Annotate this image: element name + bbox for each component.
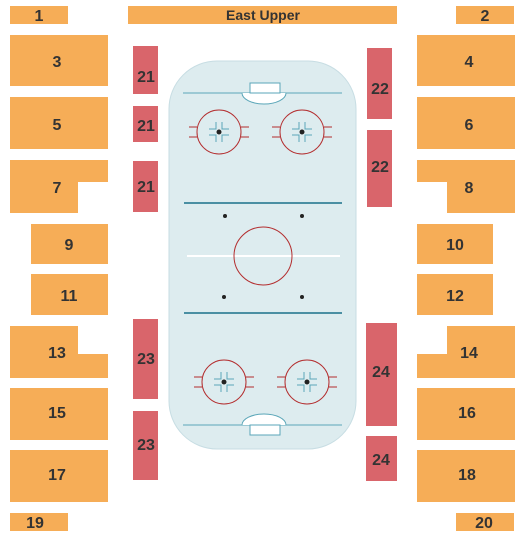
ice-rink [168, 60, 357, 450]
faceoff-circle-bottom-right [277, 359, 337, 405]
goal-crease-bottom [241, 413, 287, 426]
section-15[interactable]: 15 [10, 388, 108, 440]
faceoff-dot [300, 214, 304, 218]
section-17[interactable]: 17 [10, 450, 108, 502]
section-19-label: 19 [26, 515, 44, 532]
section-17-label: 17 [48, 467, 66, 484]
section-east-upper[interactable]: East Upper [128, 6, 397, 24]
section-20[interactable]: 20 [456, 513, 514, 532]
floor-section-21-middle-label: 21 [137, 118, 155, 135]
floor-section-22-top-label: 22 [371, 81, 389, 98]
section-12-label: 12 [446, 288, 464, 305]
goal-net-bottom [249, 424, 281, 436]
floor-section-24-top[interactable]: 24 [366, 323, 397, 426]
floor-section-21-bottom-label: 21 [137, 179, 155, 196]
floor-section-21-top-label: 21 [137, 69, 155, 86]
section-10-label: 10 [446, 237, 464, 254]
section-13[interactable]: 13 [10, 326, 108, 378]
section-16[interactable]: 16 [417, 388, 515, 440]
section-13-label: 13 [48, 345, 66, 362]
faceoff-circle-top-right [272, 109, 332, 155]
section-16-label: 16 [458, 405, 476, 422]
floor-section-22-bottom[interactable]: 22 [367, 130, 392, 207]
floor-section-23-top-label: 23 [137, 351, 155, 368]
floor-section-23-bottom[interactable]: 23 [133, 411, 158, 480]
floor-section-23-bottom-label: 23 [137, 437, 155, 454]
section-1-label: 1 [35, 8, 44, 25]
section-east-upper-label: East Upper [226, 7, 300, 23]
section-10[interactable]: 10 [417, 224, 493, 264]
floor-section-24-top-label: 24 [372, 364, 390, 381]
section-3-label: 3 [53, 54, 62, 71]
section-19[interactable]: 19 [10, 513, 68, 532]
floor-section-21-middle[interactable]: 21 [133, 106, 158, 142]
section-7-label: 7 [53, 180, 62, 197]
section-2-label: 2 [481, 8, 490, 25]
section-18[interactable]: 18 [417, 450, 515, 502]
faceoff-circle-bottom-left [194, 359, 254, 405]
faceoff-dot [300, 295, 304, 299]
section-11-label: 11 [61, 288, 78, 305]
floor-section-22-top[interactable]: 22 [367, 48, 392, 119]
section-15-label: 15 [48, 405, 66, 422]
section-4[interactable]: 4 [417, 35, 515, 86]
center-circle [233, 226, 293, 286]
goal-crease-top [241, 92, 287, 105]
floor-section-22-bottom-label: 22 [371, 159, 389, 176]
section-20-label: 20 [475, 515, 493, 532]
faceoff-circle-top-left [189, 109, 249, 155]
section-8-label: 8 [465, 180, 474, 197]
section-11[interactable]: 11 [31, 274, 108, 315]
section-4-label: 4 [465, 54, 474, 71]
section-5[interactable]: 5 [10, 97, 108, 149]
section-6-label: 6 [465, 117, 474, 134]
section-14[interactable]: 14 [417, 326, 515, 378]
section-12[interactable]: 12 [417, 274, 493, 315]
section-1[interactable]: 1 [10, 6, 68, 25]
faceoff-dot [222, 295, 226, 299]
floor-section-21-top[interactable]: 21 [133, 46, 158, 94]
section-2[interactable]: 2 [456, 6, 514, 25]
section-3[interactable]: 3 [10, 35, 108, 86]
faceoff-dot [223, 214, 227, 218]
floor-section-24-bottom[interactable]: 24 [366, 436, 397, 481]
goal-net-top [249, 82, 281, 94]
floor-section-24-bottom-label: 24 [372, 452, 390, 469]
section-5-label: 5 [53, 117, 62, 134]
section-18-label: 18 [458, 467, 476, 484]
section-8[interactable]: 8 [417, 160, 515, 213]
section-7[interactable]: 7 [10, 160, 108, 213]
floor-section-23-top[interactable]: 23 [133, 319, 158, 399]
floor-section-21-bottom[interactable]: 21 [133, 161, 158, 212]
section-6[interactable]: 6 [417, 97, 515, 149]
section-14-label: 14 [460, 345, 478, 362]
section-9-label: 9 [65, 237, 74, 254]
section-9[interactable]: 9 [31, 224, 108, 264]
